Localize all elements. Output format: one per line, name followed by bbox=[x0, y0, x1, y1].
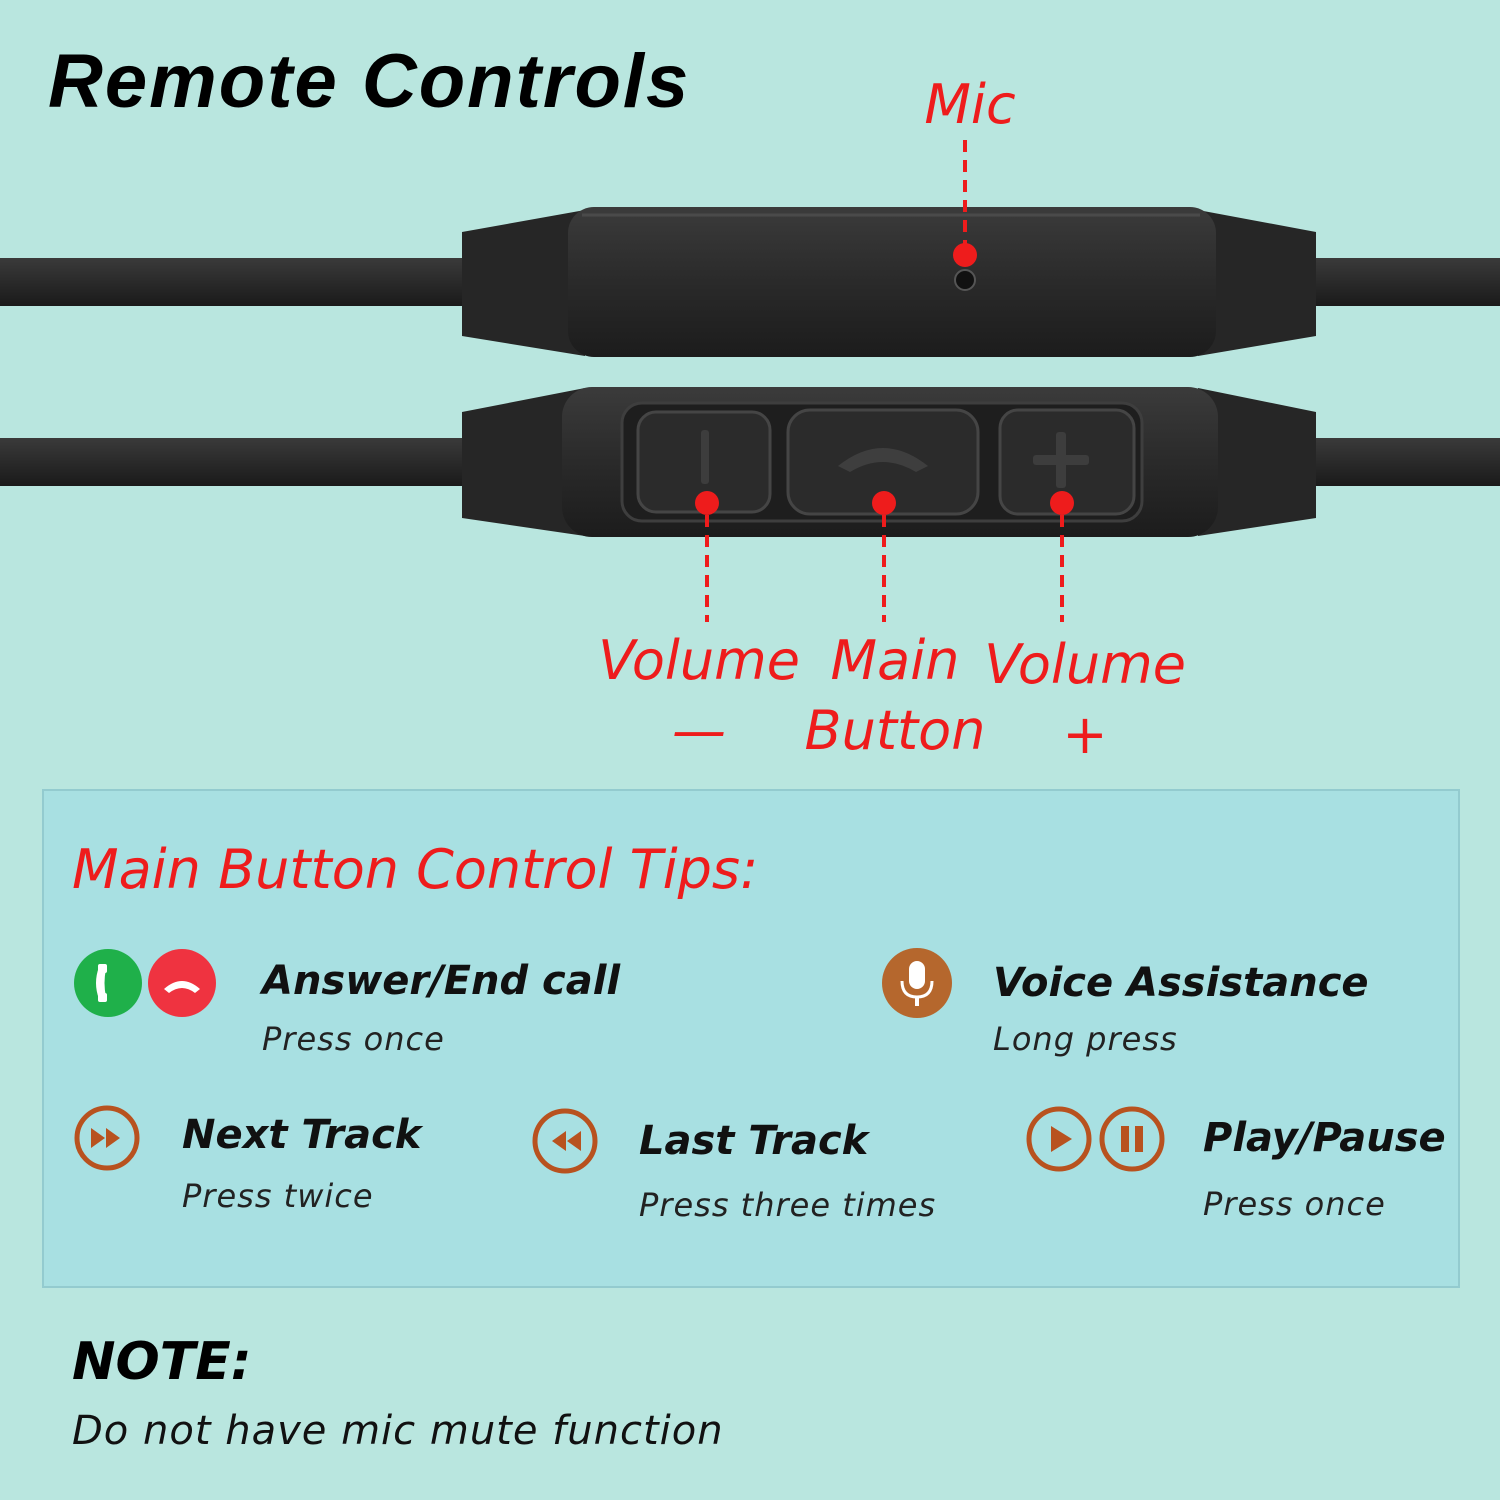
volume-up-pointer bbox=[1050, 491, 1074, 622]
remote-top-body bbox=[568, 207, 1216, 357]
fast-forward-icon bbox=[74, 1105, 140, 1171]
cable-left-top bbox=[0, 258, 470, 306]
volume-minus-label: Volume — bbox=[592, 626, 806, 766]
microphone-icon bbox=[882, 948, 952, 1018]
remote-top-view bbox=[0, 207, 1500, 357]
volume-minus-line1: Volume bbox=[598, 629, 800, 692]
play-pause-desc: Press once bbox=[1203, 1185, 1386, 1223]
main-button-label: Main Button bbox=[796, 626, 994, 766]
mic-label: Mic bbox=[924, 73, 1016, 136]
remote-illustration bbox=[0, 140, 1500, 622]
note-text: Do not have mic mute function bbox=[72, 1408, 724, 1454]
cable-right-bottom bbox=[1300, 438, 1500, 486]
next-desc: Press twice bbox=[182, 1177, 374, 1215]
voice-desc: Long press bbox=[993, 1020, 1178, 1058]
play-pause-title: Play/Pause bbox=[1203, 1115, 1446, 1161]
call-icons bbox=[74, 949, 216, 1017]
cable-right-top bbox=[1300, 258, 1500, 306]
cable-left-bottom bbox=[0, 438, 470, 486]
volume-down-pointer bbox=[695, 491, 719, 622]
volume-plus-line2: + bbox=[1062, 703, 1108, 766]
voice-title: Voice Assistance bbox=[993, 960, 1369, 1006]
remote-top-left-cap bbox=[462, 210, 585, 356]
volume-up-button[interactable] bbox=[998, 408, 1136, 516]
remote-bottom-left-cap bbox=[462, 388, 585, 536]
end-call-icon bbox=[148, 949, 216, 1017]
rewind-icon bbox=[532, 1108, 598, 1174]
main-button-line1: Main bbox=[830, 629, 960, 692]
remote-bottom-right-cap bbox=[1198, 388, 1316, 536]
answer-end-desc: Press once bbox=[262, 1020, 445, 1058]
pause-icon bbox=[1099, 1106, 1165, 1172]
last-desc: Press three times bbox=[639, 1186, 937, 1224]
volume-minus-line2: — bbox=[672, 699, 726, 762]
mic-pointer bbox=[953, 140, 977, 267]
last-title: Last Track bbox=[639, 1118, 869, 1164]
answer-end-title: Answer/End call bbox=[262, 958, 621, 1004]
main-button-pointer bbox=[872, 491, 896, 622]
play-icon bbox=[1026, 1106, 1092, 1172]
main-button[interactable] bbox=[786, 408, 980, 516]
main-button-line2: Button bbox=[804, 699, 986, 762]
tips-heading: Main Button Control Tips: bbox=[72, 838, 759, 901]
note-heading: NOTE: bbox=[72, 1332, 252, 1392]
volume-plus-label: Volume + bbox=[980, 630, 1190, 770]
phone-icon bbox=[838, 448, 928, 472]
volume-plus-line1: Volume bbox=[984, 633, 1186, 696]
play-pause-icons bbox=[1026, 1106, 1165, 1172]
next-title: Next Track bbox=[182, 1112, 422, 1158]
mic-hole bbox=[954, 269, 976, 291]
remote-top-right-cap bbox=[1198, 210, 1316, 356]
page-title: Remote Controls bbox=[48, 39, 691, 124]
tips-panel bbox=[42, 789, 1460, 1288]
answer-call-icon bbox=[74, 949, 142, 1017]
